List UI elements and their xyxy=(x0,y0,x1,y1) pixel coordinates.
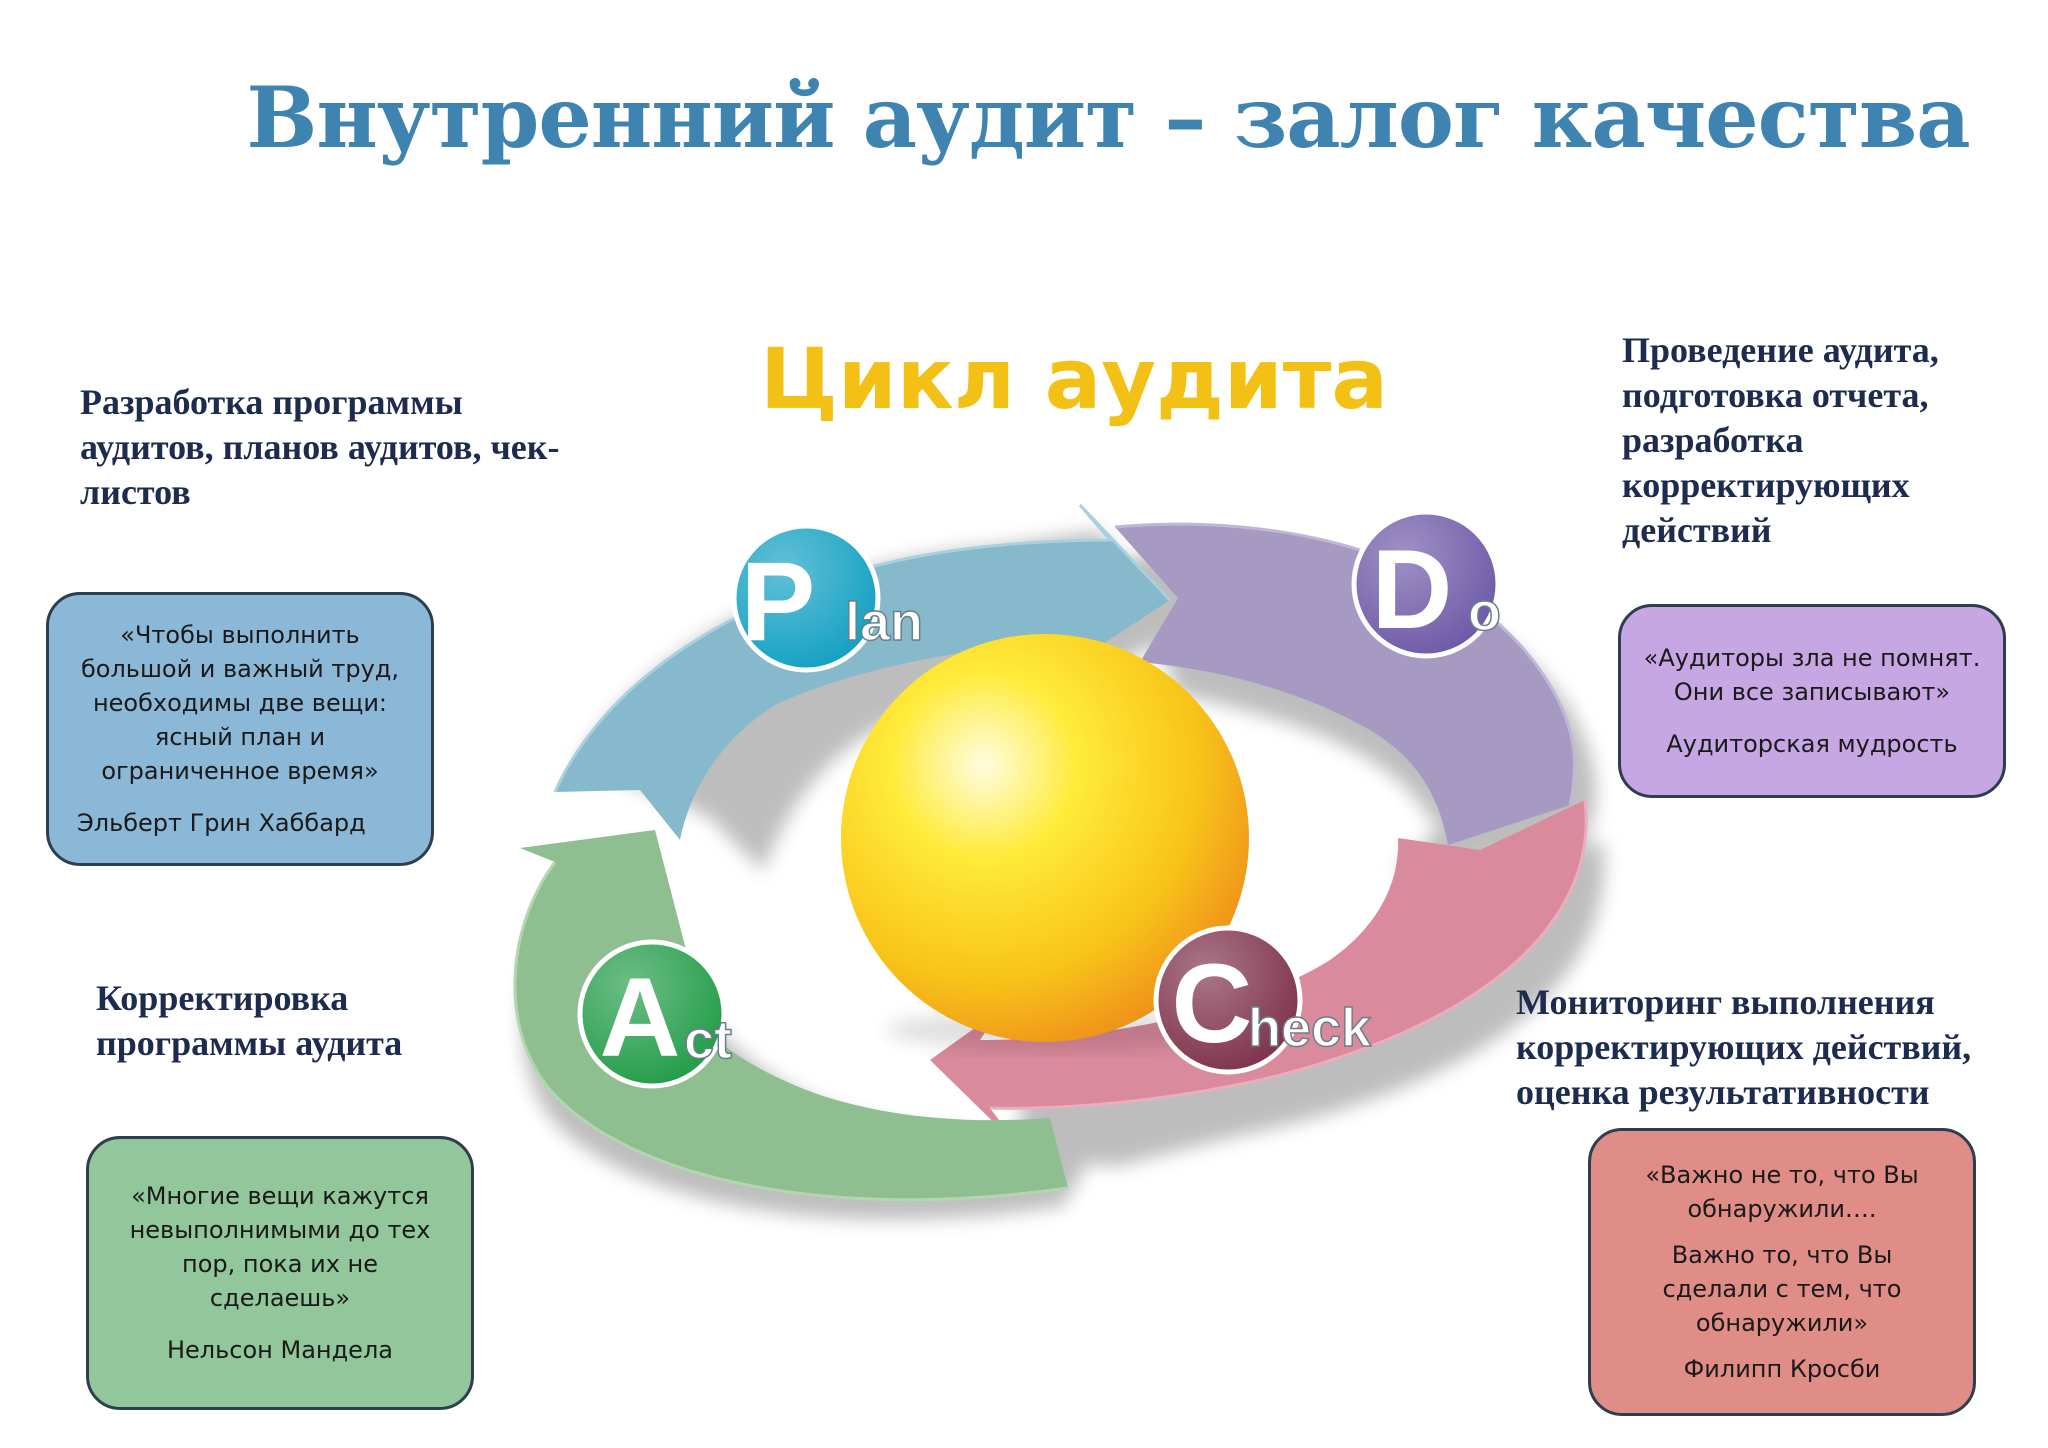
quote-line: «Важно не то, что Вы xyxy=(1645,1161,1919,1189)
check-heading-line: корректирующих действий, xyxy=(1516,1027,1972,1067)
check-initial: C xyxy=(1172,941,1253,1066)
do-initial: D xyxy=(1372,527,1453,652)
quote-line: «Многие вещи кажутся xyxy=(131,1182,429,1210)
check-quote-box: «Важно не то, что Вы обнаружили…. Важно … xyxy=(1588,1128,1976,1416)
act-rest: ct xyxy=(684,1010,732,1070)
page-title: Внутренний аудит – залог качества xyxy=(246,68,1970,167)
do-heading-line: разработка xyxy=(1622,420,1804,460)
do-quote-text: «Аудиторы зла не помнят. Они все записыв… xyxy=(1621,641,2003,709)
quote-line: «Чтобы выполнить xyxy=(120,621,360,649)
check-heading-line: Мониторинг выполнения xyxy=(1516,982,1935,1022)
quote-line: обнаружили» xyxy=(1695,1309,1869,1337)
act-heading: Корректировка программы аудита xyxy=(96,976,402,1066)
do-quote-box: «Аудиторы зла не помнят. Они все записыв… xyxy=(1618,604,2006,798)
quote-line: необходимы две вещи: xyxy=(92,689,388,717)
plan-quote-box: «Чтобы выполнить большой и важный труд, … xyxy=(46,592,434,866)
plan-quote-author: Эльберт Грин Хаббард xyxy=(77,809,366,837)
quote-line: большой и важный труд, xyxy=(80,655,400,683)
plan-heading-line: аудитов, планов аудитов, чек- xyxy=(80,427,560,467)
check-rest: heck xyxy=(1248,998,1372,1058)
do-heading: Проведение аудита, подготовка отчета, ра… xyxy=(1622,328,1939,553)
check-heading-line: оценка результативности xyxy=(1516,1072,1930,1112)
do-rest: o xyxy=(1468,582,1501,642)
plan-rest: lan xyxy=(845,592,923,652)
plan-heading-line: листов xyxy=(80,472,191,512)
do-badge: D o xyxy=(1351,509,1502,659)
quote-line: ограниченное время» xyxy=(101,757,379,785)
plan-heading: Разработка программы аудитов, планов ауд… xyxy=(80,380,559,515)
quote-line: Они все записывают» xyxy=(1673,678,1951,706)
quote-line xyxy=(1591,1226,1973,1238)
central-sphere xyxy=(841,634,1249,1050)
plan-initial: P xyxy=(741,539,816,664)
do-heading-line: Проведение аудита, xyxy=(1622,330,1939,370)
plan-badge: P lan xyxy=(731,523,924,673)
do-heading-line: действий xyxy=(1622,510,1772,550)
act-quote-author: Нельсон Мандела xyxy=(166,1336,393,1364)
check-badge: C heck xyxy=(1153,925,1373,1075)
plan-heading-line: Разработка программы xyxy=(80,382,463,422)
plan-quote-text: «Чтобы выполнить большой и важный труд, … xyxy=(49,618,431,788)
check-arrow xyxy=(930,799,1588,1148)
act-initial: A xyxy=(600,955,681,1080)
quote-line: сделаешь» xyxy=(209,1284,351,1312)
check-quote-text: «Важно не то, что Вы обнаружили…. Важно … xyxy=(1591,1158,1973,1340)
check-quote-author: Филипп Кросби xyxy=(1683,1355,1881,1383)
act-heading-line: Корректировка xyxy=(96,978,349,1018)
quote-line: пор, пока их не xyxy=(182,1250,378,1278)
act-badge: A ct xyxy=(577,939,733,1089)
quote-line: невыполнимыми до тех xyxy=(129,1216,431,1244)
act-quote-text: «Многие вещи кажутся невыполнимыми до те… xyxy=(89,1179,471,1315)
do-quote-author: Аудиторская мудрость xyxy=(1666,730,1958,758)
do-heading-line: корректирующих xyxy=(1622,465,1910,505)
act-quote-box: «Многие вещи кажутся невыполнимыми до те… xyxy=(86,1136,474,1410)
quote-line: обнаружили…. xyxy=(1687,1195,1877,1223)
act-arrow xyxy=(513,830,1069,1202)
quote-line: сделали с тем, что xyxy=(1662,1275,1902,1303)
check-heading: Мониторинг выполнения корректирующих дей… xyxy=(1516,980,1971,1115)
act-heading-line: программы аудита xyxy=(96,1023,403,1063)
cycle-title: Цикл аудита xyxy=(760,330,1389,428)
quote-line: «Аудиторы зла не помнят. xyxy=(1643,644,1981,672)
quote-line: Важно то, что Вы xyxy=(1671,1241,1893,1269)
quote-line: ясный план и xyxy=(154,723,326,751)
do-heading-line: подготовка отчета, xyxy=(1622,375,1929,415)
